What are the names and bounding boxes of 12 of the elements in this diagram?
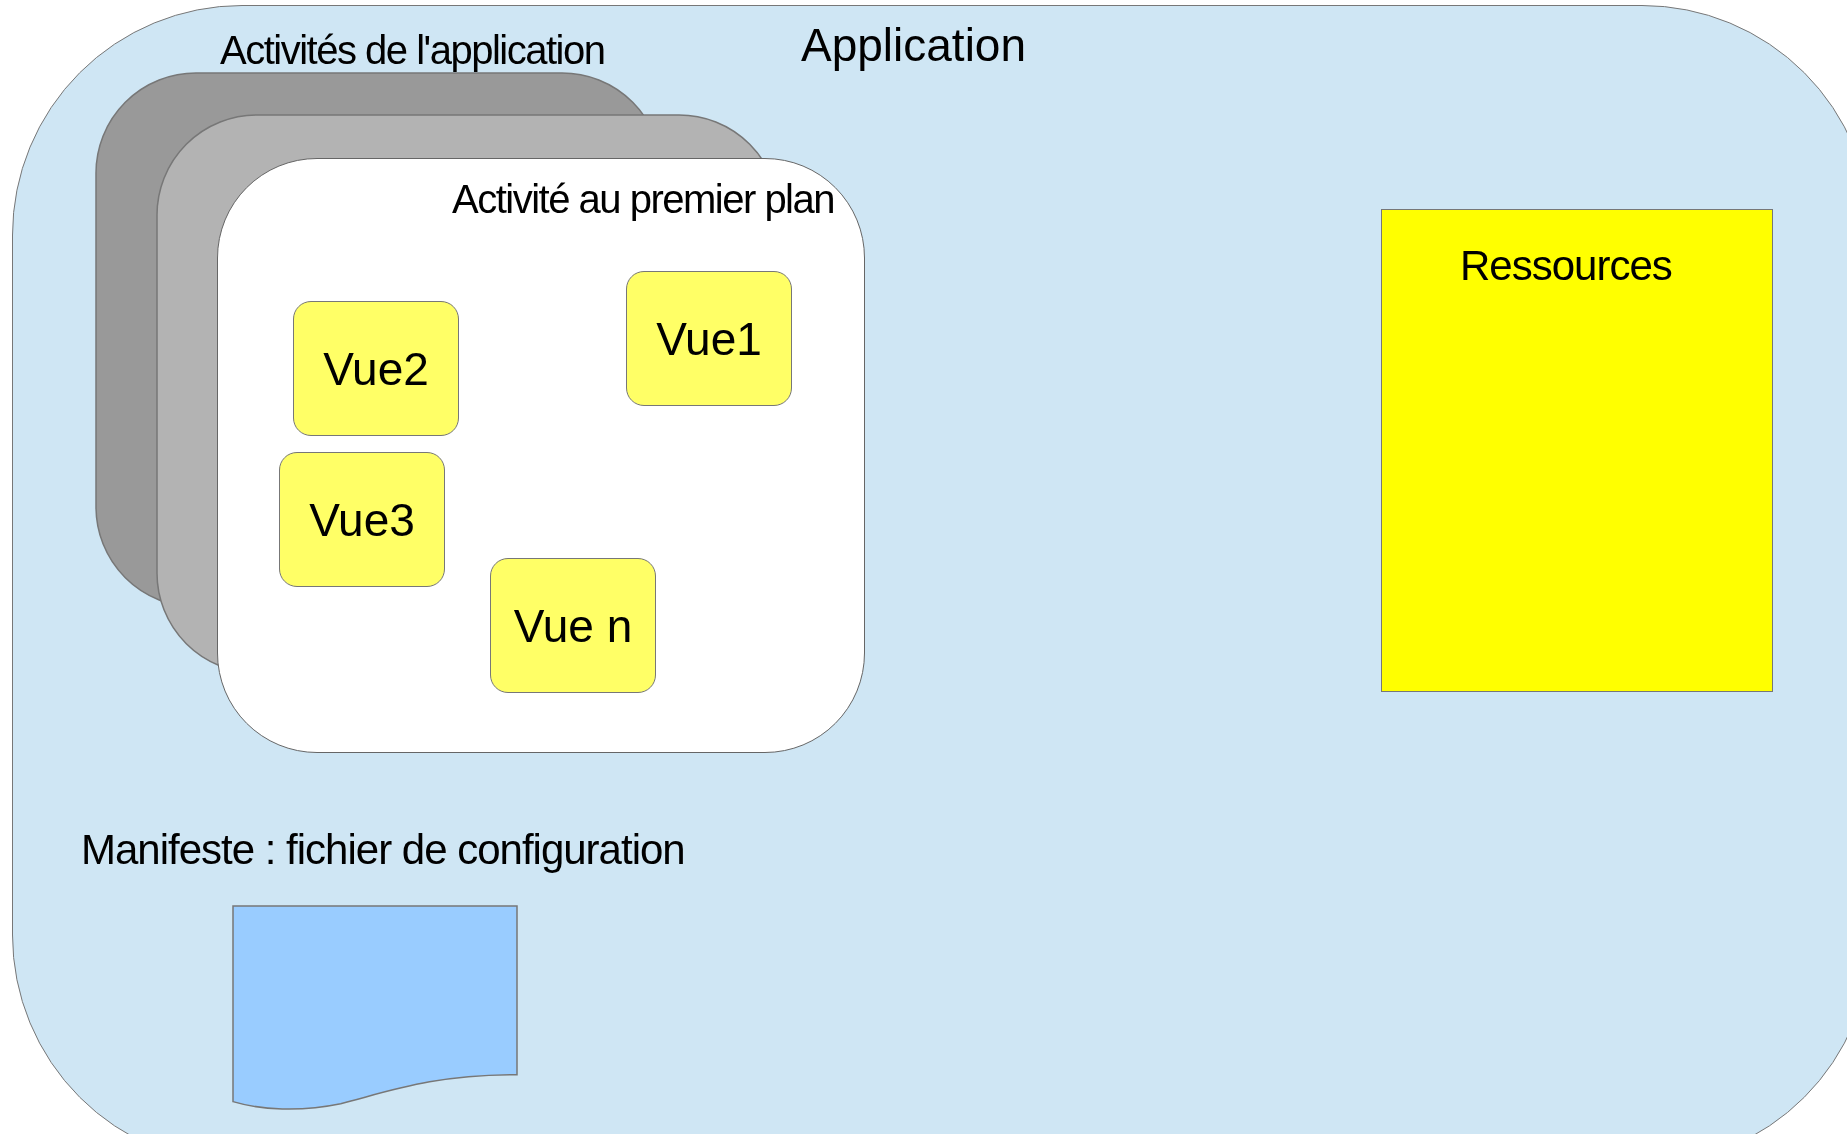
stack-heading: Activités de l'application [220,28,605,73]
application-container [12,5,1847,1134]
container-title: Application [801,18,1027,72]
view-box: Vue n [490,558,656,693]
foreground-activity-card [217,158,865,753]
card-heading: Activité au premier plan [452,177,834,222]
view-box: Vue2 [293,301,459,436]
view-box: Vue3 [279,452,445,587]
box-heading: Ressources [1460,242,1672,290]
resources-box [1381,209,1773,692]
view-box: Vue1 [626,271,792,406]
document-heading: Manifeste : fichier de configuration [81,826,685,874]
